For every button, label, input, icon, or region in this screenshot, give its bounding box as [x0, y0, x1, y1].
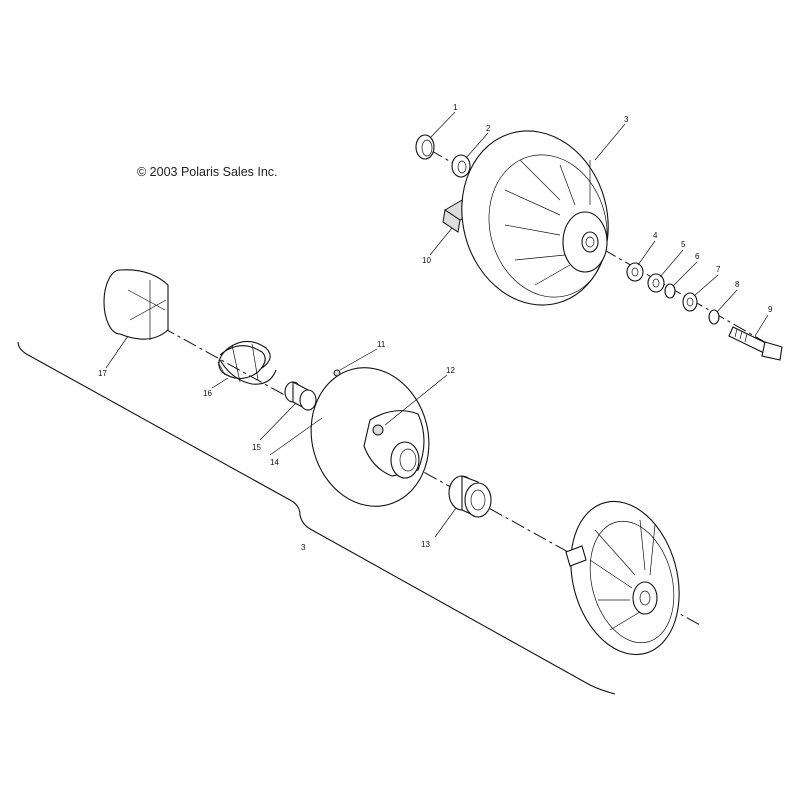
callout-5: 5: [681, 240, 686, 249]
callout-10: 10: [422, 256, 431, 265]
part-7-washer: [682, 292, 698, 312]
callout-6: 6: [695, 252, 700, 261]
callout-9: 9: [768, 305, 773, 314]
copyright-notice: © 2003 Polaris Sales Inc.: [137, 165, 278, 179]
callout-16: 16: [203, 389, 212, 398]
part-3-moveable-sheave: [461, 130, 609, 306]
part-5-washer: [647, 273, 665, 293]
part-6-spacer: [664, 283, 676, 299]
callout-4: 4: [653, 231, 658, 240]
part-2-washer: [451, 154, 471, 178]
callout-7: 7: [716, 265, 721, 274]
part-9-bolt: [728, 326, 783, 361]
part-16-spring: [217, 340, 277, 385]
callout-3-bracket: 3: [301, 543, 306, 552]
part-13-roller: [448, 475, 492, 518]
callout-17: 17: [98, 369, 107, 378]
callout-15: 15: [252, 443, 261, 452]
callout-labels: 1 2 3 10 4 5 6 7 8 9 11 12 13 14 15 16 1…: [98, 103, 773, 552]
part-8-lockwasher: [708, 309, 720, 325]
part-4-washer: [626, 262, 644, 282]
part-15-bushing: [284, 381, 317, 411]
callout-11: 11: [377, 340, 386, 349]
part-17-spider: [103, 269, 169, 340]
assembly-bracket: [17, 341, 616, 695]
callout-1: 1: [453, 103, 458, 112]
callout-3-top: 3: [624, 115, 629, 124]
callout-14: 14: [270, 458, 279, 467]
callout-2: 2: [486, 124, 491, 133]
callout-12: 12: [446, 366, 455, 375]
callout-13: 13: [421, 540, 430, 549]
callout-8: 8: [735, 280, 740, 289]
part-12-sheave: [310, 367, 430, 507]
fixed-sheave: [565, 500, 680, 656]
leader-lines: [105, 111, 769, 538]
part-1-cap: [415, 134, 435, 160]
